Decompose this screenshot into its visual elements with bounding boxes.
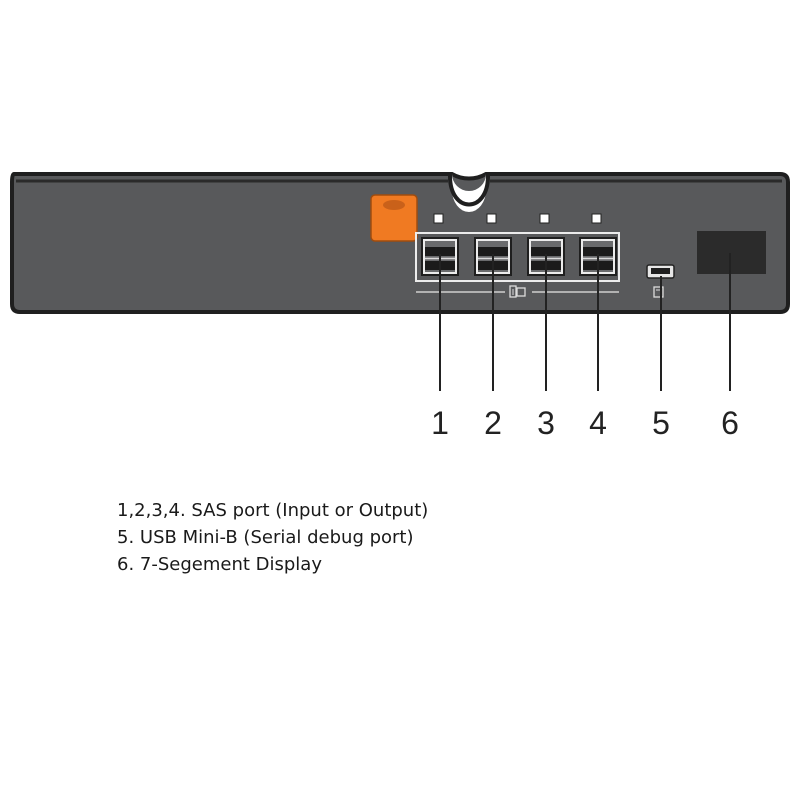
seven-segment-display	[697, 231, 766, 274]
sas-port-tag-box	[433, 213, 444, 224]
callout-number-5: 5	[652, 405, 670, 441]
latch-grip	[383, 200, 405, 210]
callout-number-6: 6	[721, 405, 739, 441]
panel-outline	[10, 172, 790, 314]
legend-item-display: 6. 7-Segement Display	[117, 554, 322, 575]
sas-port-socket-top	[583, 247, 613, 256]
legend: 1,2,3,4. SAS port (Input or Output) 5. U…	[117, 497, 428, 578]
release-latch[interactable]	[370, 194, 418, 242]
sas-port-group-frame	[415, 232, 620, 282]
callout-number-2: 2	[484, 405, 502, 441]
sas-port-tag-box	[591, 213, 602, 224]
sas-port-tag-box	[539, 213, 550, 224]
panel-notch-outline	[448, 175, 490, 207]
callout-number-3: 3	[537, 405, 555, 441]
sas-port-socket-top	[425, 247, 455, 256]
callout-number-1: 1	[431, 405, 449, 441]
legend-item-sas: 1,2,3,4. SAS port (Input or Output)	[117, 500, 429, 521]
callout-number-4: 4	[589, 405, 607, 441]
sas-link-symbol-icon	[509, 285, 526, 298]
usb-socket	[651, 268, 670, 274]
sas-port-tag: 3	[542, 216, 546, 224]
rear-panel	[10, 172, 790, 314]
sas-port-tag: 2	[489, 216, 493, 224]
sas-port-tag: 1	[436, 216, 440, 224]
orange-release-latch-icon[interactable]	[370, 194, 418, 242]
usb-mini-b-port[interactable]	[646, 264, 675, 298]
sas-port-tag: 4	[594, 216, 599, 224]
sas-port-tag-box	[486, 213, 497, 224]
sas-port-socket-top	[531, 247, 561, 256]
sas-port-socket-top	[478, 247, 508, 256]
legend-item-usb: 5. USB Mini-B (Serial debug port)	[117, 527, 414, 548]
